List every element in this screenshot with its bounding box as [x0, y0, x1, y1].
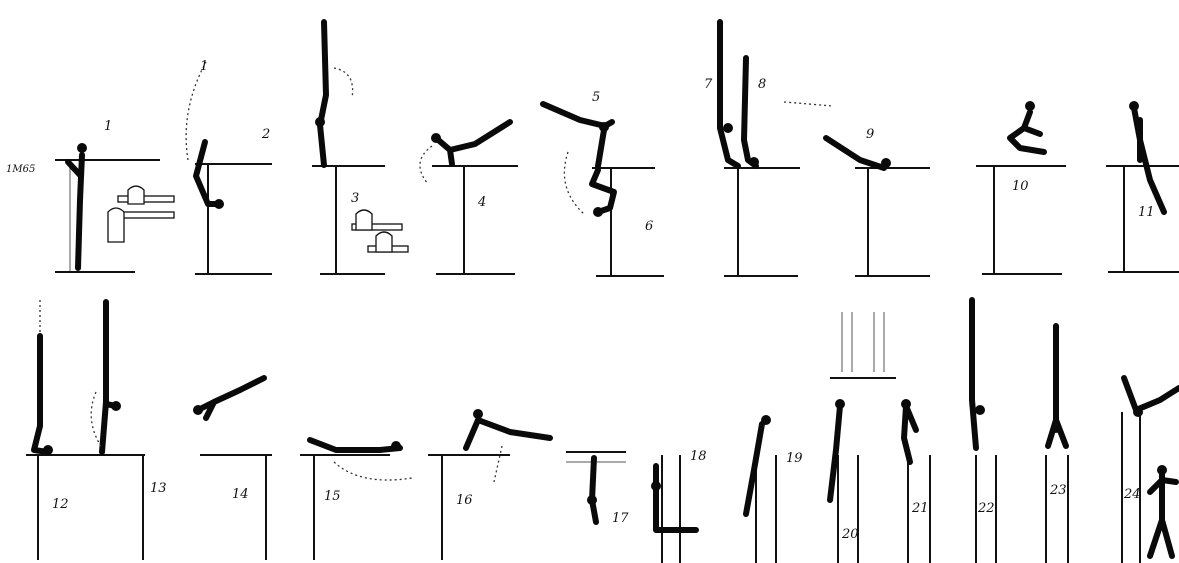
gymnast-body-step8 [744, 58, 756, 166]
gymnast-body [1134, 108, 1164, 212]
gymnast-head [1129, 101, 1139, 111]
grip-detail-arms [842, 312, 884, 372]
gymnast-body [310, 440, 400, 450]
gymnast-head [881, 158, 891, 168]
gymnast-head [391, 441, 401, 451]
gymnast-head [761, 415, 771, 425]
gymnast-head [651, 481, 661, 491]
motion-arrow [784, 102, 832, 106]
step-number-20: 20 [841, 527, 859, 542]
gymnast-body-upper [1124, 378, 1179, 410]
panel-23: 23 [1046, 326, 1068, 563]
step-number-4: 4 [477, 195, 486, 210]
gymnast-body [320, 22, 326, 165]
gymnast-head [214, 199, 224, 209]
gymnast-body [436, 122, 510, 164]
panel-17: 17 [566, 452, 629, 526]
gymnast-head [473, 409, 483, 419]
gymnast-head [1133, 407, 1143, 417]
step-number-12: 12 [52, 497, 69, 512]
gymnast-head [587, 495, 597, 505]
panel-16: 16 [428, 409, 550, 560]
panel-3: 3 [312, 22, 408, 274]
motion-arrow [564, 152, 584, 214]
step-number-10: 10 [1012, 179, 1029, 194]
panel-1: 1M65 1 [6, 119, 174, 272]
panel-11: 11 [1106, 101, 1179, 272]
motion-arrow [420, 146, 432, 184]
panel-4: 4 [420, 122, 518, 274]
step-number-6: 6 [645, 219, 653, 234]
motion-arrow [334, 462, 412, 480]
panel-24: 24 [1122, 378, 1179, 563]
step-number-11: 11 [1138, 205, 1155, 220]
gymnast-head [315, 117, 325, 127]
panel-15: 15 [300, 440, 412, 560]
motion-arrow [494, 446, 502, 482]
step-number-23: 23 [1049, 483, 1067, 498]
panel-18: 18 [651, 449, 707, 563]
gymnast-support-arm [598, 130, 604, 166]
step-number-22: 22 [977, 501, 995, 516]
step-number-5: 5 [592, 90, 600, 105]
step-number-16: 16 [456, 493, 473, 508]
gymnast-body [466, 420, 550, 448]
step-number-24: 24 [1123, 487, 1141, 502]
gymnast-head [1025, 101, 1035, 111]
panel-14: 14 [193, 378, 272, 560]
step-number-14: 14 [232, 487, 249, 502]
step-number-18: 18 [690, 449, 707, 464]
panel-2: 1 2 [186, 59, 272, 274]
step-number-13: 13 [150, 481, 167, 496]
panel-19: 19 [746, 415, 803, 563]
panel-7-8: 7 8 [704, 22, 800, 276]
step-number-7: 7 [704, 77, 713, 92]
panel-22: 22 [972, 300, 996, 563]
gymnast-head [43, 445, 53, 455]
gymnast-head [193, 405, 203, 415]
step-number-1-arrow: 1 [200, 59, 208, 74]
panel-12-13: 12 13 [26, 300, 167, 560]
gymnast-head [901, 399, 911, 409]
gymnast-head [1051, 423, 1061, 433]
hand-grip-detail [352, 210, 408, 252]
gymnast-head [835, 399, 845, 409]
gymnast-body-step21 [904, 406, 916, 462]
gymnast-body-step12 [34, 336, 48, 452]
step-number-3: 3 [351, 191, 359, 206]
step-number-21: 21 [911, 501, 929, 516]
step-number-19: 19 [786, 451, 803, 466]
panel-20-21: 20 21 [830, 312, 930, 563]
gymnast-head [1157, 465, 1167, 475]
step-number-2: 2 [261, 127, 270, 142]
height-label: 1M65 [6, 164, 35, 175]
gymnast-head [77, 143, 87, 153]
panel-9: 9 [784, 102, 930, 276]
panel-10: 10 [976, 101, 1066, 274]
step-number-17: 17 [612, 511, 629, 526]
gymnast-body-step7 [720, 22, 738, 166]
gymnast-head [593, 207, 603, 217]
step-number-15: 15 [324, 489, 341, 504]
gymnast-head [431, 133, 441, 143]
gymnast-body [746, 424, 762, 514]
gymnast-body-step13 [102, 302, 116, 452]
gymnast-head [723, 123, 733, 133]
step-number-8: 8 [758, 77, 766, 92]
gymnast-body [826, 138, 884, 168]
gymnast-body [972, 300, 976, 448]
panel-5-6: 5 6 [543, 90, 664, 276]
step-number-1: 1 [104, 119, 112, 134]
gymnast-body [592, 458, 596, 522]
hand-grip-detail [108, 186, 174, 242]
gymnast-head [749, 157, 759, 167]
motion-arrow [334, 68, 353, 98]
gymnast-body [198, 378, 264, 418]
step-number-9: 9 [866, 127, 874, 142]
gymnast-head [975, 405, 985, 415]
gymnast-body [1010, 112, 1044, 152]
gymnast-body-lower [1150, 470, 1176, 556]
gymnast-head [111, 401, 121, 411]
